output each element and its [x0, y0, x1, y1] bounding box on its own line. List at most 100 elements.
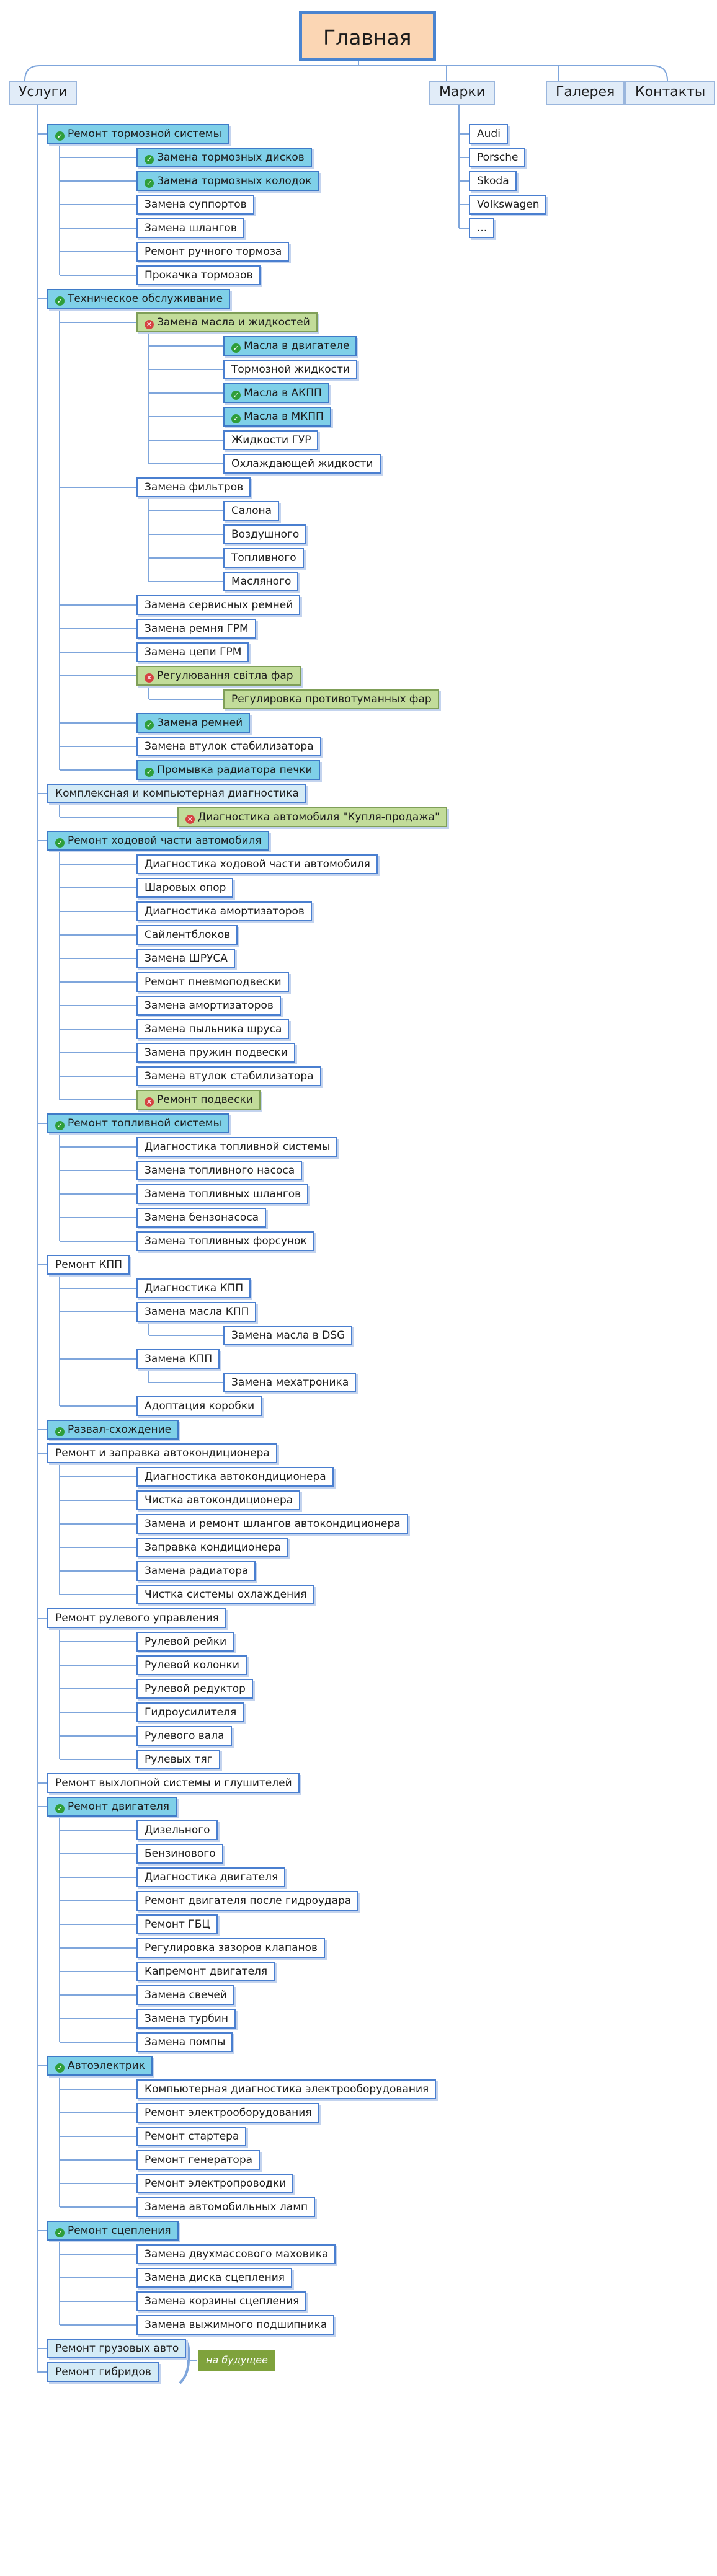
node-services-12-children-3[interactable]: Замена выжимного подшипника [136, 2315, 335, 2335]
node-services-5-children-2-children-0[interactable]: Замена мехатроника [223, 1373, 357, 1392]
node-services-5-children-3[interactable]: Адоптация коробки [136, 1396, 262, 1416]
node-services-0-children-3[interactable]: Замена шлангов [136, 218, 244, 238]
node-services-1-children-0-children-4[interactable]: Жидкости ГУР [223, 430, 319, 450]
node-services-3-children-1[interactable]: Шаровых опор [136, 878, 234, 898]
node-services-10-children-8[interactable]: Замена турбин [136, 2009, 236, 2029]
brand-node-4[interactable]: ... [469, 218, 495, 238]
node-services-3-children-4[interactable]: Замена ШРУСА [136, 949, 235, 968]
node-services-1-children-5-children-0[interactable]: Регулировка противотуманных фар [223, 689, 439, 709]
node-services-1-children-0-children-3[interactable]: ✓Масла в МКПП [223, 407, 331, 427]
node-services-10-children-2[interactable]: Диагностика двигателя [136, 1867, 286, 1887]
node-services-5-children-0[interactable]: Диагностика КПП [136, 1278, 251, 1298]
node-services-10-children-3[interactable]: Ремонт двигателя после гидроудара [136, 1891, 359, 1911]
node-services-10-children-6[interactable]: Капремонт двигателя [136, 1962, 275, 1981]
service-node-4[interactable]: ✓Ремонт топливной системы [47, 1113, 229, 1133]
node-services-1-children-0-children-2[interactable]: ✓Масла в АКПП [223, 383, 329, 403]
service-node-11[interactable]: ✓Автоэлектрик [47, 2056, 153, 2076]
node-services-12-children-2[interactable]: Замена корзины сцепления [136, 2291, 307, 2311]
node-services-3-children-8[interactable]: Замена пружин подвески [136, 1043, 295, 1063]
node-services-12-children-0[interactable]: Замена двухмассового маховика [136, 2244, 336, 2264]
node-services-1-children-1-children-1[interactable]: Воздушного [223, 524, 307, 544]
node-services-1-children-0-children-1[interactable]: Тормозной жидкости [223, 360, 357, 379]
top-node-gallery[interactable]: Галерея [546, 81, 625, 105]
node-services-7-children-1[interactable]: Чистка автокондиционера [136, 1490, 301, 1510]
node-services-0-children-4[interactable]: Ремонт ручного тормоза [136, 242, 290, 262]
node-services-5-children-2[interactable]: Замена КПП [136, 1349, 220, 1369]
service-node-14[interactable]: Ремонт гибридов [47, 2362, 159, 2382]
node-services-1-children-1-children-2[interactable]: Топливного [223, 548, 304, 568]
node-services-1-children-0[interactable]: ✕Замена масла и жидкостей [136, 312, 318, 332]
node-services-1-children-5[interactable]: ✕Регулювання світла фар [136, 666, 301, 686]
node-services-7-children-3[interactable]: Заправка кондиционера [136, 1538, 289, 1557]
node-services-1-children-1-children-3[interactable]: Масляного [223, 572, 299, 591]
node-services-7-children-0[interactable]: Диагностика автокондиционера [136, 1467, 334, 1487]
node-services-8-children-5[interactable]: Рулевых тяг [136, 1750, 220, 1769]
node-services-3-children-6[interactable]: Замена амортизаторов [136, 996, 281, 1016]
service-node-12[interactable]: ✓Ремонт сцепления [47, 2221, 179, 2241]
root-node[interactable]: Главная [299, 11, 436, 61]
node-services-11-children-4[interactable]: Ремонт электропроводки [136, 2174, 294, 2193]
node-services-12-children-1[interactable]: Замена диска сцепления [136, 2268, 292, 2288]
node-services-8-children-3[interactable]: Гидроусилителя [136, 1702, 244, 1722]
service-node-10[interactable]: ✓Ремонт двигателя [47, 1797, 177, 1817]
brand-node-0[interactable]: Audi [469, 124, 508, 144]
node-services-1-children-1-children-0[interactable]: Салона [223, 501, 280, 521]
node-services-10-children-0[interactable]: Дизельного [136, 1820, 218, 1840]
node-services-7-children-4[interactable]: Замена радиатора [136, 1561, 256, 1581]
node-services-1-children-4[interactable]: Замена цепи ГРМ [136, 642, 249, 662]
node-services-4-children-4[interactable]: Замена топливных форсунок [136, 1231, 314, 1251]
node-services-7-children-5[interactable]: Чистка системы охлаждения [136, 1585, 314, 1604]
node-services-4-children-3[interactable]: Замена бензонасоса [136, 1208, 267, 1228]
node-services-3-children-3[interactable]: Сайлентблоков [136, 925, 238, 945]
node-services-4-children-2[interactable]: Замена топливных шлангов [136, 1184, 309, 1204]
service-node-9[interactable]: Ремонт выхлопной системы и глушителей [47, 1773, 300, 1793]
node-services-11-children-5[interactable]: Замена автомобильных ламп [136, 2197, 316, 2217]
node-services-11-children-0[interactable]: Компьютерная диагностика электрооборудов… [136, 2079, 437, 2099]
node-services-1-children-0-children-0[interactable]: ✓Масла в двигателе [223, 336, 357, 356]
node-services-8-children-1[interactable]: Рулевой колонки [136, 1655, 247, 1675]
service-node-6[interactable]: ✓Развал-схождение [47, 1420, 179, 1440]
node-services-8-children-4[interactable]: Рулевого вала [136, 1726, 232, 1746]
service-node-3[interactable]: ✓Ремонт ходовой части автомобиля [47, 831, 269, 851]
node-services-1-children-6[interactable]: ✓Замена ремней [136, 713, 251, 733]
node-services-3-children-10[interactable]: ✕Ремонт подвески [136, 1090, 261, 1110]
node-services-0-children-2[interactable]: Замена суппортов [136, 195, 254, 215]
node-services-0-children-0[interactable]: ✓Замена тормозных дисков [136, 148, 312, 167]
node-services-10-children-5[interactable]: Регулировка зазоров клапанов [136, 1938, 326, 1958]
node-services-1-children-2[interactable]: Замена сервисных ремней [136, 595, 301, 615]
node-services-5-children-1[interactable]: Замена масла КПП [136, 1302, 257, 1322]
node-services-10-children-9[interactable]: Замена помпы [136, 2032, 233, 2052]
node-services-1-children-1[interactable]: Замена фильтров [136, 477, 251, 497]
node-services-5-children-1-children-0[interactable]: Замена масла в DSG [223, 1326, 353, 1345]
node-services-8-children-2[interactable]: Рулевой редуктор [136, 1679, 253, 1699]
node-services-4-children-0[interactable]: Диагностика топливной системы [136, 1137, 338, 1157]
node-services-10-children-4[interactable]: Ремонт ГБЦ [136, 1914, 218, 1934]
node-services-1-children-0-children-5[interactable]: Охлаждающей жидкости [223, 454, 381, 474]
node-services-11-children-3[interactable]: Ремонт генератора [136, 2150, 261, 2170]
node-services-11-children-2[interactable]: Ремонт стартера [136, 2127, 247, 2146]
service-node-0[interactable]: ✓Ремонт тормозной системы [47, 124, 229, 144]
node-services-8-children-0[interactable]: Рулевой рейки [136, 1632, 234, 1652]
brand-node-2[interactable]: Skoda [469, 171, 517, 191]
node-services-3-children-2[interactable]: Диагностика амортизаторов [136, 901, 312, 921]
service-node-2[interactable]: Комплексная и компьютерная диагностика [47, 784, 306, 803]
top-node-contacts[interactable]: Контакты [625, 81, 716, 105]
top-node-brands[interactable]: Марки [429, 81, 496, 105]
node-services-1-children-7[interactable]: Замена втулок стабилизатора [136, 737, 321, 756]
node-services-3-children-7[interactable]: Замена пыльника шруса [136, 1019, 290, 1039]
node-services-7-children-2[interactable]: Замена и ремонт шлангов автокондиционера [136, 1514, 408, 1534]
service-node-7[interactable]: Ремонт и заправка автокондиционера [47, 1443, 277, 1463]
node-services-3-children-0[interactable]: Диагностика ходовой части автомобиля [136, 854, 378, 874]
node-services-3-children-9[interactable]: Замена втулок стабилизатора [136, 1066, 321, 1086]
node-services-11-children-1[interactable]: Ремонт электрооборудования [136, 2103, 319, 2123]
brand-node-1[interactable]: Porsche [469, 148, 526, 167]
node-services-2-children-0[interactable]: ✕Диагностика автомобиля "Купля-продажа" [177, 807, 447, 827]
node-services-1-children-8[interactable]: ✓Промывка радиатора печки [136, 760, 320, 780]
node-services-10-children-1[interactable]: Бензинового [136, 1844, 223, 1864]
node-services-10-children-7[interactable]: Замена свечей [136, 1985, 234, 2005]
service-node-8[interactable]: Ремонт рулевого управления [47, 1608, 226, 1628]
future-note[interactable]: на будущее [198, 2350, 275, 2371]
node-services-4-children-1[interactable]: Замена топливного насоса [136, 1161, 303, 1180]
top-node-services[interactable]: Услуги [9, 81, 78, 105]
service-node-1[interactable]: ✓Техническое обслуживание [47, 289, 231, 309]
